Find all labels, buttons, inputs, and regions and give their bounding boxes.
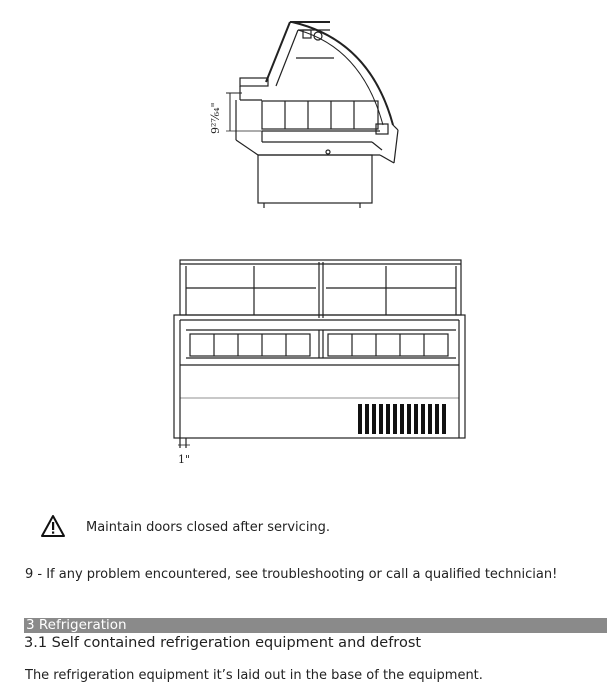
front-view-drawing <box>173 259 466 448</box>
section-header-bar: 3 Refrigeration <box>24 617 607 633</box>
ventilation-grille <box>358 404 446 434</box>
warning-text: Maintain doors closed after servicing. <box>86 520 331 535</box>
warning-notice: Maintain doors closed after servicing. <box>40 514 600 540</box>
body-paragraph: The refrigeration equipment it’s laid ou… <box>25 668 483 683</box>
technical-drawings: 9²⁷⁄₆₄" <box>173 21 466 466</box>
warning-triangle-icon <box>41 515 65 537</box>
side-view-drawing <box>226 21 399 208</box>
section-title: 3 Refrigeration <box>26 617 127 633</box>
step-9-text: 9 - If any problem encountered, see trou… <box>25 567 558 582</box>
front-view-dimension: 1" <box>178 453 190 466</box>
side-view-dimension: 9²⁷⁄₆₄" <box>209 102 222 134</box>
subsection-title: 3.1 Self contained refrigeration equipme… <box>24 635 422 651</box>
